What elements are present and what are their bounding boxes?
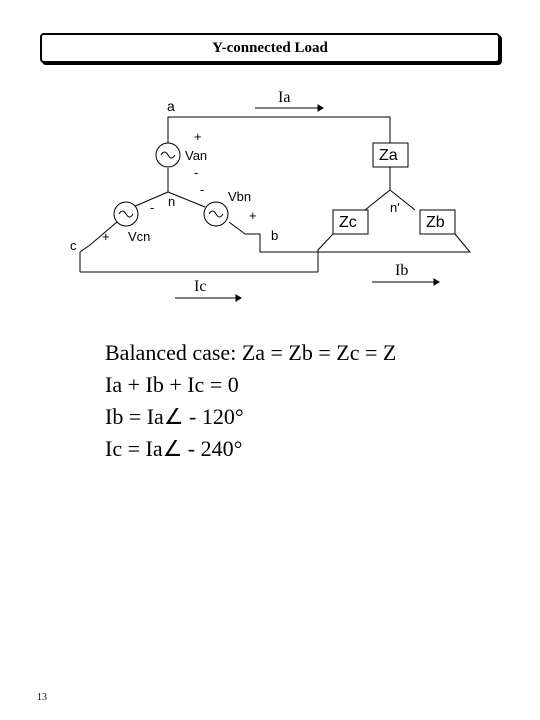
equation-ib: Ib = Ia∠ - 120°: [105, 404, 244, 429]
label-nprime: n': [390, 200, 400, 215]
label-b: b: [271, 228, 278, 243]
wire-nprime-to-zb: [389, 189, 416, 211]
wire-zc-to-c: [317, 233, 334, 272]
wire-vcn-to-c: [79, 221, 118, 253]
wire-n-to-vcn: [132, 191, 169, 208]
label-n: n: [168, 194, 175, 209]
wire-nprime-to-zc: [364, 189, 391, 211]
label-plus-van: +: [194, 129, 202, 144]
label-ib: Ib: [395, 262, 408, 279]
equation-ic: Ic = Ia∠ - 240°: [105, 436, 243, 461]
sine-icon-vbn: [208, 210, 224, 218]
label-minus-vcn: -: [150, 200, 154, 215]
title-box: Y-connected Load: [40, 33, 500, 63]
impedance-zc-box: [332, 209, 369, 235]
label-c: c: [70, 238, 77, 253]
label-zc: Zc: [339, 214, 357, 231]
page-number: 13: [37, 692, 47, 703]
label-plus-vbn: +: [249, 208, 257, 223]
equation-sum-currents: Ia + Ib + Ic = 0: [105, 372, 239, 397]
wire-zb-to-b: [245, 233, 472, 253]
equations-block: Balanced case: Za = Zb = Zc = Z Ia + Ib …: [105, 337, 396, 465]
sine-icon-vcn: [118, 210, 134, 218]
label-van: Van: [185, 148, 207, 163]
label-vcn: Vcn: [128, 229, 150, 244]
label-vbn: Vbn: [228, 189, 251, 204]
label-minus-vbn: -: [200, 182, 204, 197]
y-connected-circuit-diagram: a b c n n' Van Vbn Vcn Za Zc Zb + - - + …: [70, 89, 472, 302]
label-zb: Zb: [426, 214, 445, 231]
wire-n-to-vbn: [167, 191, 206, 208]
wire-vbn-to-b: [228, 221, 246, 235]
label-za: Za: [379, 147, 398, 164]
label-plus-vcn: +: [102, 229, 110, 244]
label-ia: Ia: [278, 89, 290, 106]
label-a: a: [167, 98, 175, 114]
slide-title: Y-connected Load: [212, 39, 328, 56]
sine-icon-van: [160, 151, 176, 159]
wire-a: [167, 116, 391, 152]
equation-balanced-case: Balanced case: Za = Zb = Zc = Z: [105, 340, 397, 365]
label-minus-van: -: [194, 165, 198, 180]
impedance-zb-box: [419, 209, 456, 235]
label-ic: Ic: [194, 278, 206, 295]
